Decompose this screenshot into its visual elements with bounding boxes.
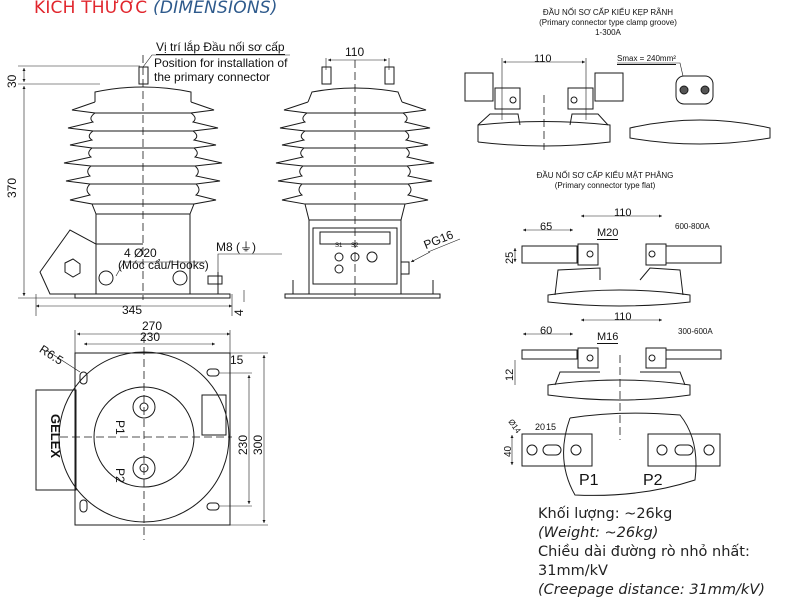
plan-bar-p2: [647, 433, 721, 467]
base-plate: [74, 293, 231, 299]
dim-terminal-spacing: 110: [345, 45, 365, 59]
title-vietnamese: KÍCH THƯỚC: [34, 0, 148, 18]
terminal-box: [312, 227, 398, 285]
insulator-cap: [94, 86, 192, 102]
clamp-left: [464, 72, 494, 102]
weight-en: (Weight: ~26kg): [538, 525, 659, 541]
dim-inner-230: 230: [140, 330, 161, 344]
flat-b-thickness: 12: [504, 368, 516, 381]
flat-b-rating: 300-600A: [678, 327, 713, 336]
primary-connector-note-en-1: Position for installation of: [154, 56, 288, 70]
flat-a-rating: 600-800A: [675, 222, 710, 231]
dim-top-30: 30: [5, 74, 19, 88]
dim-v-inner-230: 230: [236, 434, 250, 455]
clamp-groove-connector: [464, 58, 771, 150]
cable-gland-hex: [64, 258, 81, 278]
flat-a-bolt: M20: [597, 227, 619, 241]
creepage-en: (Creepage distance: 31mm/kV): [538, 582, 765, 598]
pg16-gland: [400, 261, 410, 275]
terminal-s2: [350, 252, 360, 262]
side-base-plate: [284, 293, 441, 299]
title-english: (DIMENSIONS): [152, 0, 278, 18]
clamp-groove-spacing: 110: [534, 53, 552, 65]
plan-p1-label: P1: [579, 472, 599, 489]
flat-a-thickness: 25: [504, 251, 516, 264]
clamp-groove-title-en: (Primary connector type clamp groove): [539, 18, 677, 27]
p1-top-label: P1: [113, 420, 127, 435]
side-view: [275, 58, 461, 300]
clamp-side: [675, 75, 714, 105]
primary-terminal-stud: [138, 66, 149, 85]
flat-title-en: (Primary connector type flat): [554, 181, 656, 190]
hook-left: [98, 270, 114, 286]
flat-title: ĐẦU NỐI SƠ CẤP KIỂU MẶT PHẲNG (Primary c…: [530, 171, 680, 191]
dim-v-outer-300: 300: [251, 434, 265, 455]
hooks-dimension: 4 Ø20: [124, 246, 157, 260]
flat-b-bolt: M16: [597, 331, 619, 345]
plan-dim-a: 20: [535, 422, 546, 432]
insulator-sheds: [63, 101, 223, 215]
top-base-plate: [74, 352, 231, 526]
secondary-box: [39, 229, 97, 295]
page-title: KÍCH THƯỚC (DIMENSIONS): [34, 0, 278, 18]
creepage-vn: Chiều dài đường rò nhỏ nhất: 31mm/kV: [538, 544, 750, 579]
terminal-p1-stud: [321, 66, 332, 85]
flat-a-spacing: 110: [614, 207, 632, 219]
flat-b-spacing: 110: [614, 311, 632, 323]
top-view: [35, 330, 268, 540]
flat-b-length: 60: [540, 325, 553, 337]
p2-top-label: P2: [113, 468, 127, 483]
specs-block: Khối lượng: ~26kg (Weight: ~26kg) Chiều …: [538, 505, 800, 600]
flat-connector-600-800: [513, 214, 722, 307]
plan-p2-label: P2: [643, 472, 663, 489]
plan-width: 40: [503, 445, 514, 457]
clamp-groove-smax: Smax = 240mm²: [617, 54, 676, 65]
dim-outer-270: 270: [142, 319, 163, 333]
technical-drawing: [18, 54, 771, 540]
clamp-right: [594, 72, 624, 102]
brand-logo: GELEX: [48, 414, 63, 459]
clamp-groove-title: ĐẦU NỐI SƠ CẤP KIỂU KẸP RÃNH (Primary co…: [528, 8, 688, 38]
flat-title-vn: ĐẦU NỐI SƠ CẤP KIỂU MẶT PHẲNG: [536, 171, 674, 180]
terminal-s2-label: S2: [351, 243, 359, 249]
dim-height-370: 370: [5, 177, 19, 198]
terminal-p2-stud: [384, 66, 395, 85]
dim-base-4: 4: [232, 309, 246, 316]
terminal-s1: [334, 252, 344, 262]
dim-width-345: 345: [122, 303, 143, 317]
clamp-groove-title-vn: ĐẦU NỐI SƠ CẤP KIỂU KẸP RÃNH: [542, 8, 674, 17]
primary-connector-note-vn: Vị trí lắp Đầu nối sơ cấp: [156, 40, 285, 56]
plan-bar-p1: [521, 433, 593, 467]
primary-connector-note-en-2: the primary connector: [154, 70, 271, 84]
front-view: [18, 54, 290, 316]
ground-bolt: [207, 275, 223, 285]
clamp-groove-rating: 1-300A: [595, 28, 621, 37]
hooks-label: (Móc cẩu/Hooks): [118, 258, 209, 272]
plan-dim-b: 15: [546, 422, 557, 432]
weight-vn: Khối lượng: ~26kg: [538, 506, 673, 522]
flat-connector-plan: [510, 412, 721, 496]
nameplate: [201, 394, 227, 436]
ground-bolt-label: M8 (⏚): [216, 240, 256, 254]
top-secondary-box: [35, 389, 77, 491]
flat-a-length: 65: [540, 221, 553, 233]
terminal-s1-label: S1: [335, 243, 343, 249]
hook-right: [172, 270, 188, 286]
flat-connector-300-600: [514, 318, 722, 440]
dim-slot-15: 15: [230, 353, 244, 367]
